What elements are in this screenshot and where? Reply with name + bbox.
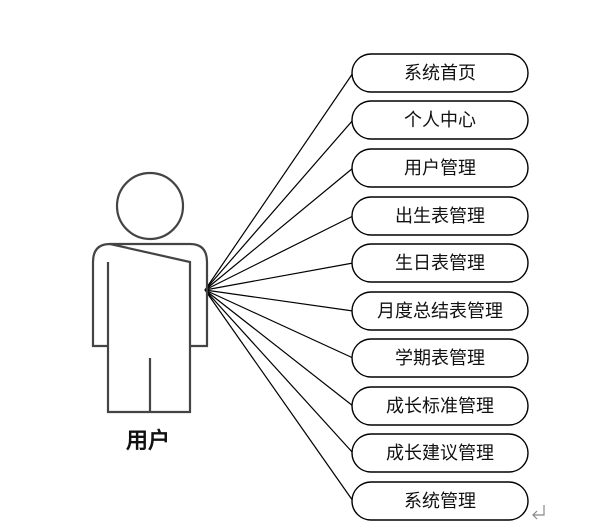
- connector-line: [204, 262, 354, 291]
- use-case-label: 系统首页: [404, 63, 476, 84]
- use-case-item[interactable]: 成长标准管理: [351, 386, 529, 426]
- use-case-label: 系统管理: [404, 491, 476, 512]
- use-case-item[interactable]: 系统管理: [351, 481, 529, 521]
- connector-line: [204, 289, 354, 407]
- use-case-item[interactable]: 月度总结表管理: [351, 291, 529, 331]
- use-case-item[interactable]: 用户管理: [351, 148, 529, 188]
- return-mark-icon: [532, 505, 545, 520]
- person-icon: [91, 171, 209, 414]
- connector-line: [204, 289, 354, 359]
- use-case-item[interactable]: 出生表管理: [351, 196, 529, 236]
- use-case-list: 系统首页 个人中心 用户管理 出生表管理 生日表管理 月度总结表管理 学期表管理: [351, 53, 529, 521]
- use-case-label: 学期表管理: [395, 348, 485, 369]
- connector-line: [204, 215, 354, 291]
- use-case-item[interactable]: 学期表管理: [351, 338, 529, 378]
- use-case-item[interactable]: 系统首页: [351, 53, 529, 93]
- connector-lines: [204, 72, 354, 502]
- use-case-label: 月度总结表管理: [377, 301, 503, 322]
- connector-line: [204, 289, 354, 312]
- use-case-label: 生日表管理: [395, 253, 485, 274]
- connector-line: [204, 167, 354, 291]
- use-case-item[interactable]: 个人中心: [351, 100, 529, 140]
- use-case-label: 成长标准管理: [386, 396, 494, 417]
- actor-label: 用户: [126, 428, 170, 454]
- use-case-label: 个人中心: [404, 110, 476, 131]
- connector-line: [204, 289, 354, 454]
- connector-line: [204, 119, 354, 291]
- connector-line: [204, 72, 354, 291]
- use-case-label: 用户管理: [404, 158, 476, 179]
- connector-line: [204, 289, 354, 502]
- use-case-item[interactable]: 成长建议管理: [351, 433, 529, 473]
- actor: 用户: [91, 171, 209, 454]
- use-case-item[interactable]: 生日表管理: [351, 243, 529, 283]
- use-case-label: 成长建议管理: [386, 443, 494, 464]
- use-case-label: 出生表管理: [395, 206, 485, 227]
